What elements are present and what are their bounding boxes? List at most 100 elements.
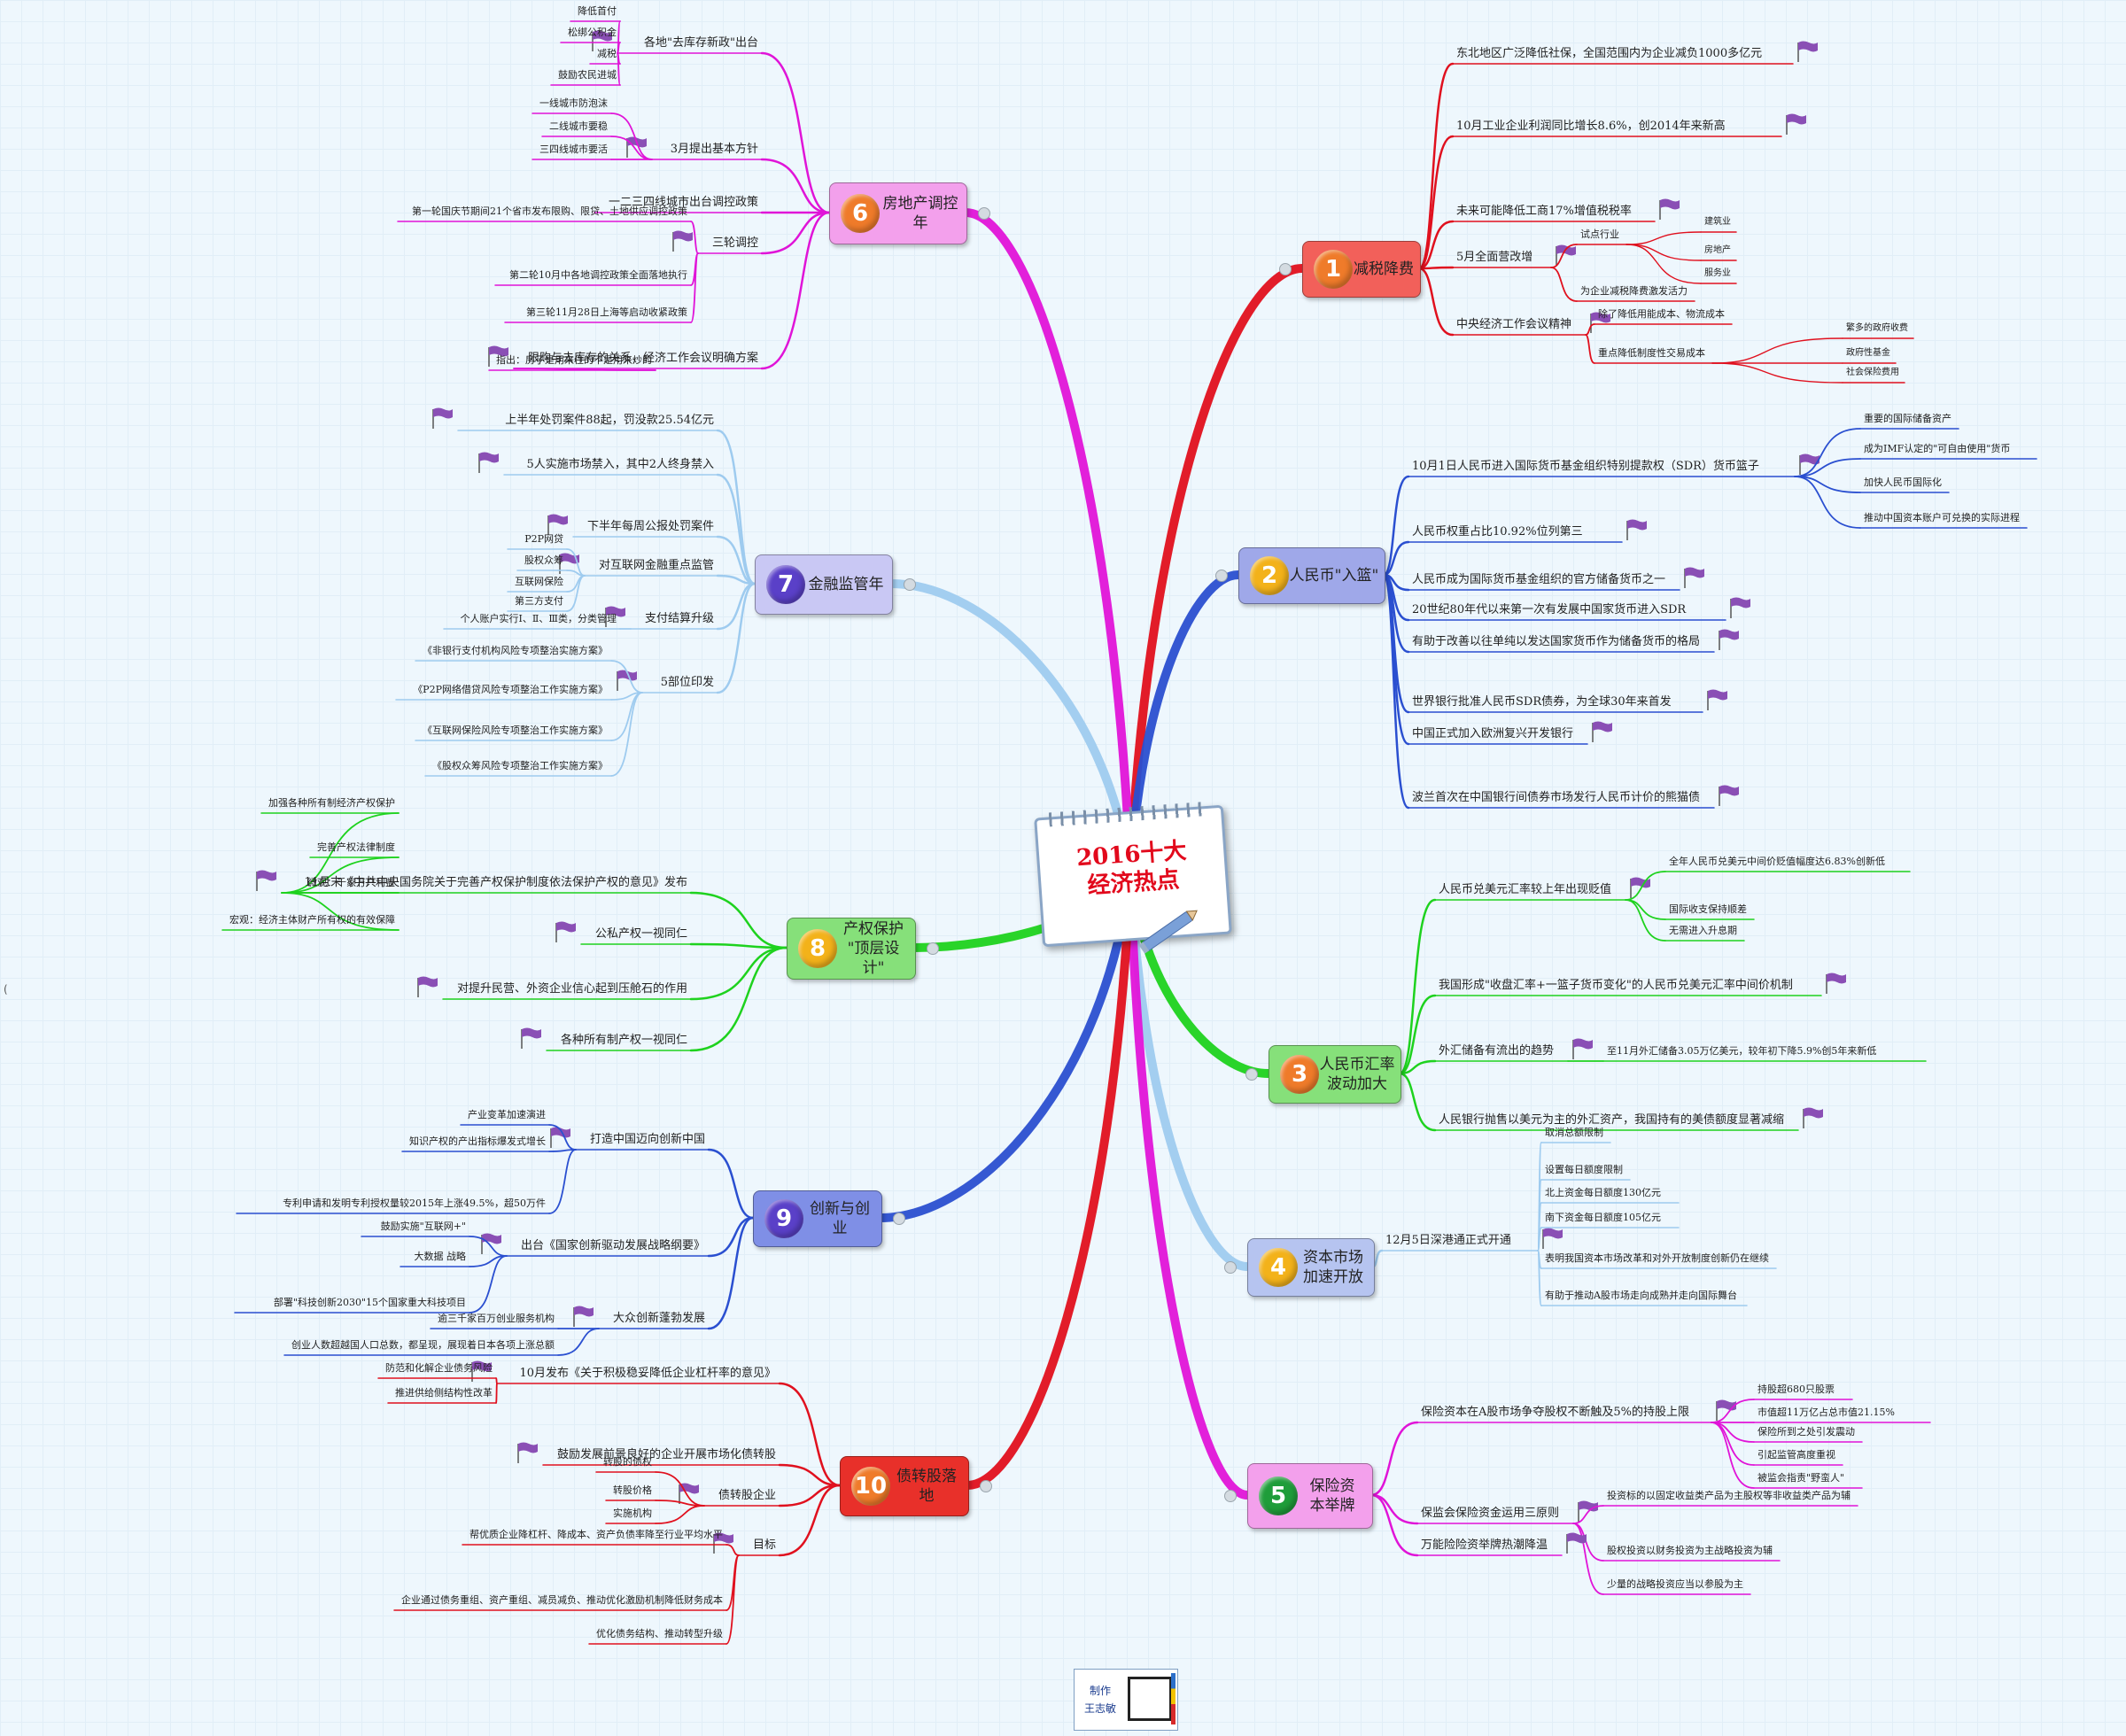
detail-item[interactable]: 鼓励农民进城 (558, 69, 617, 81)
subtopic-2-6[interactable]: 世界银行批准人民币SDR债券，为全球30年来首发 (1412, 695, 1672, 709)
subtopic-7-1[interactable]: 上半年处罚案件88起，罚没款25.54亿元 (505, 414, 714, 427)
detail-item[interactable]: 第一轮国庆节期间21个省市发布限购、限贷、土地供应调控政策 (412, 205, 687, 217)
detail-item[interactable]: 保险所到之处引发震动 (1757, 1426, 1855, 1438)
expand-toggle[interactable] (1215, 570, 1228, 582)
subtopic-2-4[interactable]: 20世纪80年代以来第一次有发展中国家货币进入SDR (1412, 603, 1687, 616)
detail-item[interactable]: 减税 (597, 48, 617, 59)
expand-toggle[interactable] (893, 1213, 905, 1225)
detail-item[interactable]: 设置每日额度限制 (1545, 1164, 1623, 1175)
detail-item[interactable]: 国际收支保持顺差 (1669, 903, 1747, 915)
detail-item[interactable]: 专利申请和发明专利授权量较2015年上涨49.5%，超50万件 (283, 1197, 546, 1209)
detail-item[interactable]: P2P网贷 (524, 533, 563, 545)
detail-item[interactable]: 指出：房子是用来住的不是用来炒的 (496, 354, 652, 366)
subtopic-6-1[interactable]: 各地"去库存新政"出台 (644, 36, 758, 50)
detail-item[interactable]: 个人账户实行Ⅰ、Ⅱ、Ⅲ类，分类管理 (460, 613, 617, 624)
detail-item[interactable]: 微观：千家万户利益 (307, 877, 395, 888)
subtopic-9-3[interactable]: 大众创新蓬勃发展 (612, 1312, 705, 1325)
expand-toggle[interactable] (1224, 1490, 1237, 1502)
detail-item[interactable]: 市值超11万亿占总市值21.15% (1757, 1407, 1895, 1418)
detail-subitem[interactable]: 服务业 (1704, 268, 1731, 278)
subtopic-4-1[interactable]: 12月5日深港通正式开通 (1385, 1234, 1511, 1247)
detail-item[interactable]: 互联网保险 (515, 576, 563, 587)
detail-item[interactable]: 转股价格 (613, 1484, 652, 1496)
detail-item[interactable]: 有助于推动A股市场走向成熟并走向国际舞台 (1545, 1290, 1737, 1301)
detail-item[interactable]: 北上资金每日额度130亿元 (1545, 1187, 1661, 1198)
detail-item[interactable]: 知识产权的产出指标爆发式增长 (409, 1135, 546, 1147)
detail-item[interactable]: 《股权众筹风险专项整治工作实施方案》 (432, 760, 608, 771)
detail-item[interactable]: 全年人民币兑美元中间价贬值幅度达6.83%创新低 (1669, 856, 1885, 867)
subtopic-3-4[interactable]: 人民银行抛售以美元为主的外汇资产，我国持有的美债额度显著减缩 (1439, 1113, 1785, 1127)
detail-item[interactable]: 加快人民币国际化 (1864, 477, 1942, 488)
subtopic-1-1[interactable]: 东北地区广泛降低社保，全国范围内为企业减负1000多亿元 (1456, 47, 1763, 60)
detail-item[interactable]: 取消总额限制 (1545, 1127, 1603, 1138)
detail-item[interactable]: 除了降低用能成本、物流成本 (1598, 308, 1725, 320)
detail-item[interactable]: 三四线城市要活 (539, 143, 608, 155)
subtopic-8-3[interactable]: 对提升民营、外资企业信心起到压舱石的作用 (456, 982, 687, 996)
subtopic-6-4[interactable]: 三轮调控 (711, 236, 758, 250)
subtopic-1-5[interactable]: 中央经济工作会议精神 (1456, 318, 1572, 331)
subtopic-8-4[interactable]: 各种所有制产权一视同仁 (560, 1034, 687, 1047)
subtopic-10-3[interactable]: 债转股企业 (718, 1489, 776, 1502)
subtopic-5-3[interactable]: 万能险险资举牌热潮降温 (1421, 1538, 1548, 1552)
detail-item[interactable]: 被监会指责"野蛮人" (1757, 1472, 1845, 1484)
detail-subitem[interactable]: 繁多的政府收费 (1846, 323, 1908, 333)
subtopic-6-2[interactable]: 3月提出基本方针 (670, 143, 758, 156)
detail-item[interactable]: 第三方支付 (515, 595, 563, 607)
detail-item[interactable]: 推进供给侧结构性改革 (395, 1387, 493, 1399)
subtopic-5-1[interactable]: 保险资本在A股市场争夺股权不断触及5%的持股上限 (1421, 1406, 1690, 1419)
subtopic-3-1[interactable]: 人民币兑美元汇率较上年出现贬值 (1439, 883, 1612, 896)
subtopic-7-4[interactable]: 对互联网金融重点监管 (598, 559, 714, 572)
detail-item[interactable]: 创业人数超越国人口总数，都呈现，展现着日本各项上涨总额 (291, 1339, 555, 1351)
detail-item[interactable]: 表明我国资本市场改革和对外开放制度创新仍在继续 (1545, 1252, 1769, 1264)
detail-item[interactable]: 重点降低制度性交易成本 (1598, 347, 1705, 359)
subtopic-8-1[interactable]: 11月末《中共中央国务院关于完善产权保护制度依法保护产权的意见》发布 (304, 876, 687, 889)
detail-item[interactable]: 第三轮11月28日上海等启动收紧政策 (526, 306, 687, 318)
detail-item[interactable]: 《非银行支付机构风险专项整治实施方案》 (423, 645, 608, 656)
detail-item[interactable]: 投资标的以固定收益类产品为主股权等非收益类产品为辅 (1607, 1490, 1851, 1501)
subtopic-8-2[interactable]: 公私产权一视同仁 (594, 927, 687, 941)
subtopic-7-2[interactable]: 5人实施市场禁入，其中2人终身禁入 (526, 458, 714, 471)
subtopic-9-2[interactable]: 出台《国家创新驱动发展战略纲要》 (520, 1239, 705, 1252)
detail-item[interactable]: 第二轮10月中各地调控政策全面落地执行 (509, 269, 687, 281)
subtopic-1-4[interactable]: 5月全面营改增 (1456, 251, 1533, 264)
detail-subitem[interactable]: 社会保险费用 (1846, 368, 1899, 377)
subtopic-2-8[interactable]: 波兰首次在中国银行间债券市场发行人民币计价的熊猫债 (1412, 791, 1701, 804)
detail-item[interactable]: 逾三千家百万创业服务机构 (438, 1313, 555, 1324)
detail-item[interactable]: 股权投资以财务投资为主战略投资为辅 (1607, 1545, 1773, 1556)
detail-item[interactable]: 大数据 战略 (414, 1251, 467, 1262)
subtopic-3-3[interactable]: 外汇储备有流出的趋势 (1439, 1044, 1555, 1058)
subtopic-2-3[interactable]: 人民币成为国际货币基金组织的官方储备货币之一 (1412, 573, 1666, 586)
detail-item[interactable]: 少量的战略投资应当以参股为主 (1607, 1578, 1743, 1590)
subtopic-6-3[interactable]: 一二三四线城市出台调控政策 (608, 196, 758, 209)
expand-toggle[interactable] (927, 942, 939, 955)
expand-toggle[interactable] (1224, 1261, 1237, 1274)
subtopic-2-1[interactable]: 10月1日人民币进入国际货币基金组织特别提款权（SDR）货币篮子 (1412, 460, 1759, 473)
detail-item[interactable]: 无需进入升息期 (1669, 925, 1737, 936)
detail-item[interactable]: 防范和化解企业债务风险 (385, 1362, 493, 1374)
expand-toggle[interactable] (904, 578, 916, 591)
subtopic-7-5[interactable]: 支付结算升级 (644, 612, 714, 625)
subtopic-1-3[interactable]: 未来可能降低工商17%增值税税率 (1456, 205, 1632, 218)
subtopic-2-2[interactable]: 人民币权重占比10.92%位列第三 (1412, 525, 1583, 539)
subtopic-10-4[interactable]: 目标 (752, 1538, 776, 1552)
detail-item[interactable]: 宏观：经济主体财产所有权的有效保障 (229, 914, 395, 926)
subtopic-6-5[interactable]: 限购与去库存的关系，经济工作会议明确方案 (527, 352, 758, 365)
detail-item[interactable]: 产业变革加速演进 (468, 1109, 546, 1120)
detail-item[interactable]: 《互联网保险风险专项整治工作实施方案》 (423, 725, 608, 736)
expand-toggle[interactable] (1279, 263, 1292, 275)
subtopic-10-2[interactable]: 鼓励发展前景良好的企业开展市场化债转股 (556, 1448, 776, 1461)
subtopic-1-2[interactable]: 10月工业企业利润同比增长8.6%，创2014年来新高 (1456, 120, 1726, 133)
detail-item[interactable]: 南下资金每日额度105亿元 (1545, 1212, 1661, 1223)
detail-item[interactable]: 转股的债权 (603, 1456, 652, 1468)
detail-subitem[interactable]: 建筑业 (1704, 217, 1731, 227)
detail-item[interactable]: 松绑公积金 (568, 27, 617, 38)
